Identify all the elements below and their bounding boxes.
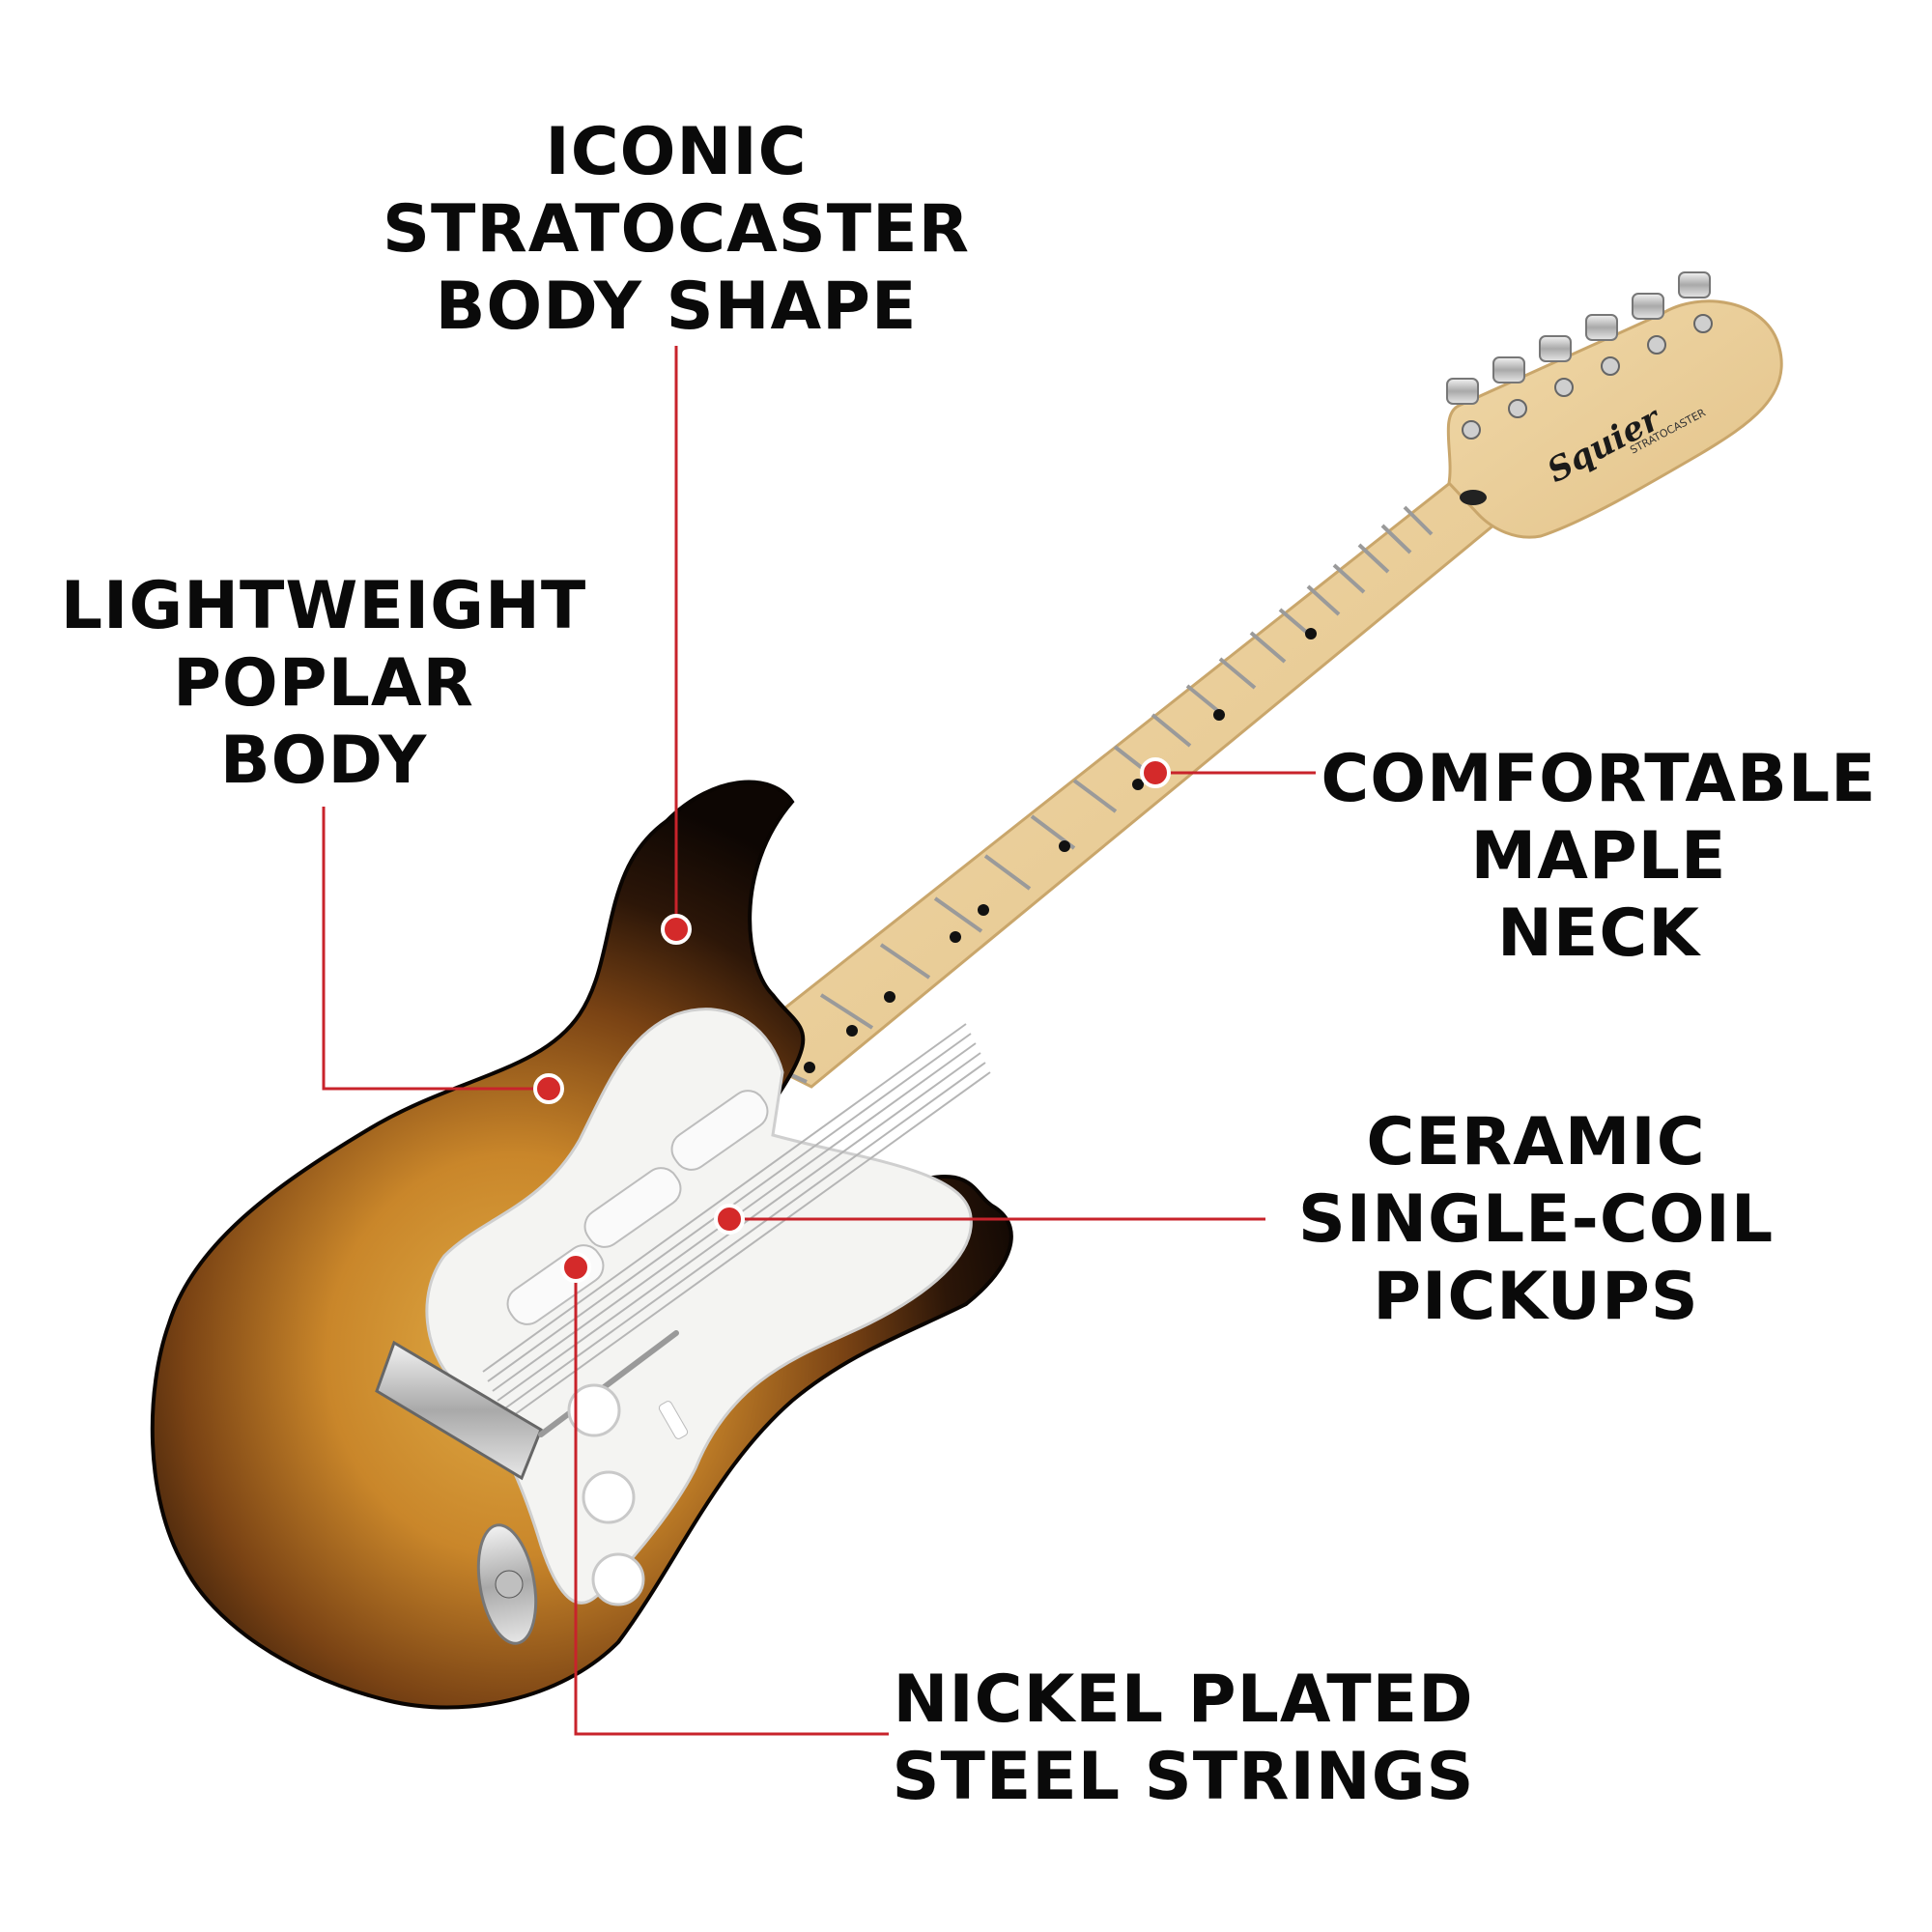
marker-dot-maple-neck xyxy=(1140,757,1171,788)
bridge xyxy=(375,1330,679,1481)
guitar-headstock: Squier STRATOCASTER xyxy=(1446,271,1783,539)
callout-maple-neck-line-2: MAPLE xyxy=(1470,818,1727,895)
callout-pickups-line-1: CERAMIC xyxy=(1366,1104,1706,1180)
callout-strings-line-1: NICKEL PLATED xyxy=(893,1662,1474,1738)
leader-line-poplar-body xyxy=(322,807,549,1091)
marker-dot-strings xyxy=(560,1252,591,1283)
callout-poplar-body-line-2: POPLAR xyxy=(173,645,474,722)
guitar-body xyxy=(150,780,1013,1710)
leader-lines xyxy=(322,346,1316,1736)
marker-dots xyxy=(533,757,1171,1283)
callout-poplar-body-line-1: LIGHTWEIGHT xyxy=(60,568,587,644)
callout-poplar-body-line-3: BODY xyxy=(219,723,428,799)
callout-body-shape-line-2: STRATOCASTER xyxy=(383,191,970,268)
marker-dot-body-shape xyxy=(661,914,692,945)
callout-strings-line-2: STEEL STRINGS xyxy=(892,1739,1475,1815)
callout-body-shape-line-3: BODY SHAPE xyxy=(435,269,918,345)
callout-poplar-body: LIGHTWEIGHT POPLAR BODY xyxy=(39,568,609,800)
callout-pickups-line-2: SINGLE-COIL xyxy=(1297,1181,1775,1258)
callout-maple-neck: COMFORTABLE MAPLE NECK xyxy=(1314,741,1884,973)
callout-body-shape: ICONIC STRATOCASTER BODY SHAPE xyxy=(348,114,1005,346)
callout-pickups-line-3: PICKUPS xyxy=(1373,1259,1699,1335)
callout-strings: NICKEL PLATED STEEL STRINGS xyxy=(884,1662,1483,1816)
callout-maple-neck-line-3: NECK xyxy=(1497,895,1700,972)
callout-maple-neck-line-1: COMFORTABLE xyxy=(1321,741,1877,817)
callout-pickups: CERAMIC SINGLE-COIL PICKUPS xyxy=(1256,1104,1816,1336)
callout-body-shape-line-1: ICONIC xyxy=(545,114,808,190)
marker-dot-pickups xyxy=(714,1204,745,1235)
marker-dot-poplar-body xyxy=(533,1073,564,1104)
leader-line-strings xyxy=(574,1275,889,1736)
